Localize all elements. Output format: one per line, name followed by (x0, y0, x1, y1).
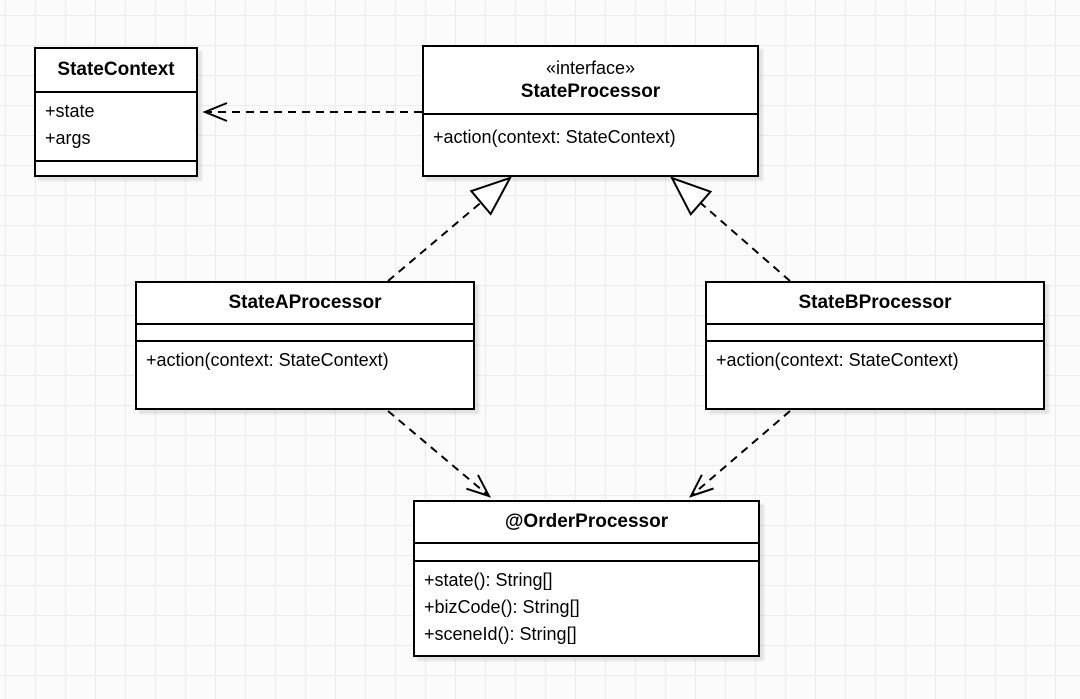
empty-compartment (415, 542, 758, 560)
class-title-bar: @OrderProcessor (415, 502, 758, 542)
class-title-bar: StateBProcessor (707, 283, 1043, 323)
realization-edge-stateaprocessor-to-stateprocessor (387, 178, 510, 282)
class-title-bar: «interface» StateProcessor (424, 47, 757, 113)
realization-edge-statebprocessor-to-stateprocessor (672, 178, 791, 282)
empty-compartment (36, 160, 196, 175)
method: +state(): String[] (424, 570, 553, 590)
class-name: StateProcessor (520, 81, 661, 102)
methods-compartment: +action(context: StateContext) (424, 113, 757, 175)
method: +action(context: StateContext) (716, 350, 959, 370)
class-stereotype: «interface» (545, 58, 636, 78)
method: +action(context: StateContext) (433, 127, 676, 147)
empty-compartment (707, 323, 1043, 340)
attribute: +args (45, 128, 91, 148)
attribute: +state (45, 101, 95, 121)
methods-compartment: +action(context: StateContext) (707, 340, 1043, 408)
method: +action(context: StateContext) (146, 350, 389, 370)
dependency-edge-statebprocessor-to-orderprocessor (688, 410, 791, 498)
class-title-bar: StateContext (36, 49, 196, 91)
empty-compartment (137, 323, 473, 340)
dependency-edge-stateaprocessor-to-orderprocessor (387, 410, 492, 498)
methods-compartment: +action(context: StateContext) (137, 340, 473, 408)
class-statebprocessor: StateBProcessor +action(context: StateCo… (705, 281, 1045, 410)
method: +bizCode(): String[] (424, 597, 580, 617)
class-name: StateBProcessor (798, 292, 952, 313)
method: +sceneId(): String[] (424, 624, 577, 644)
class-name: StateAProcessor (228, 292, 382, 313)
class-stateprocessor: «interface» StateProcessor +action(conte… (422, 45, 759, 177)
attributes-compartment: +state +args (36, 91, 196, 160)
class-statecontext: StateContext +state +args (34, 47, 198, 177)
class-stateaprocessor: StateAProcessor +action(context: StateCo… (135, 281, 475, 410)
class-orderprocessor: @OrderProcessor +state(): String[] +bizC… (413, 500, 760, 657)
methods-compartment: +state(): String[] +bizCode(): String[] … (415, 560, 758, 655)
class-title-bar: StateAProcessor (137, 283, 473, 323)
class-name: StateContext (57, 59, 175, 80)
class-name: @OrderProcessor (504, 511, 669, 532)
